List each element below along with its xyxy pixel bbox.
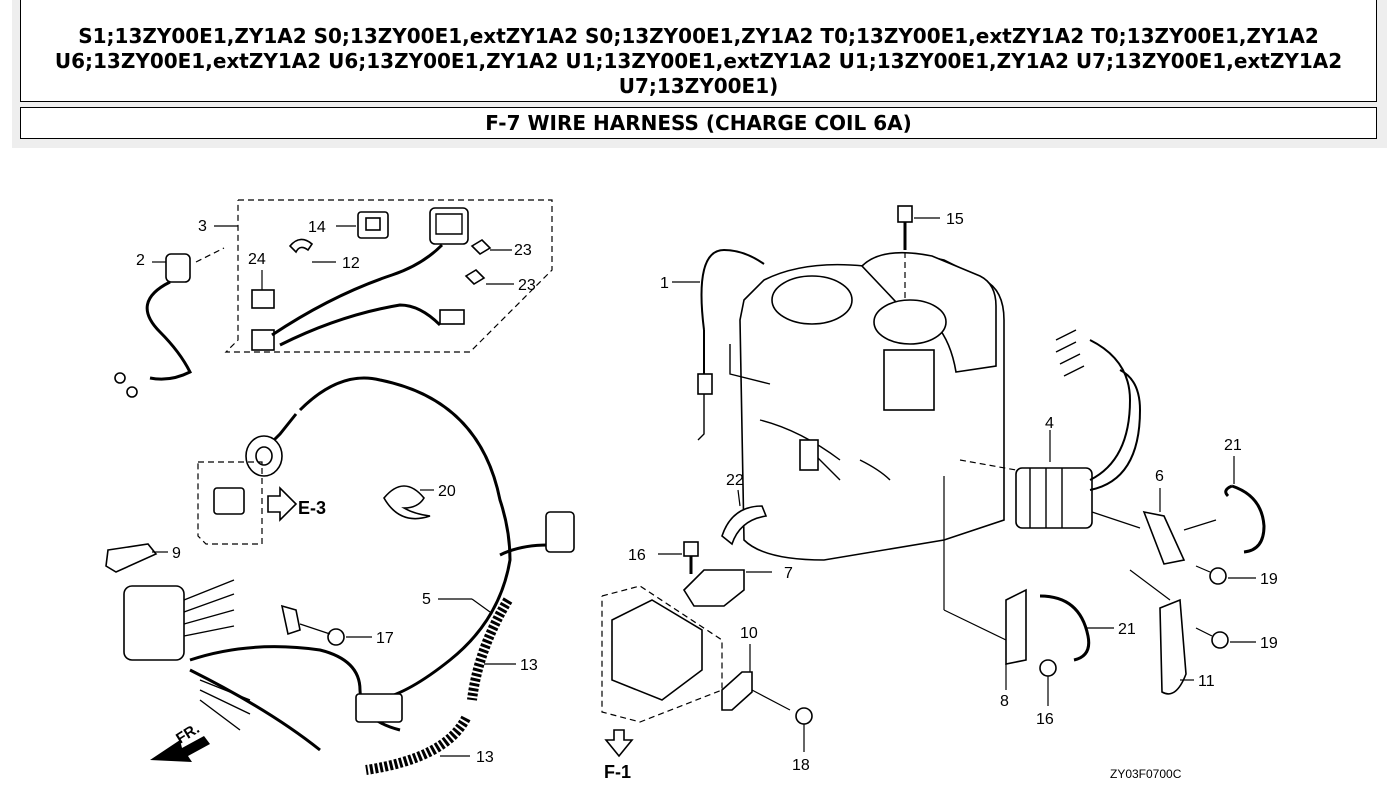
bolt-part-19b[interactable] (1211, 631, 1229, 649)
callout-label: 16 (628, 547, 646, 564)
callout-label: 19 (1260, 571, 1278, 588)
callout-label: 22 (726, 472, 744, 489)
callout-label: 11 (1198, 673, 1215, 690)
ref-e3-label: E-3 (298, 498, 326, 518)
bracket-part-6[interactable] (1142, 510, 1186, 565)
callout-label: 18 (792, 757, 810, 774)
model-list-box: S1;13ZY00E1,ZY1A2 S0;13ZY00E1,extZY1A2 S… (20, 0, 1377, 102)
model-list-line: U7;13ZY00E1) (618, 74, 779, 98)
cylinder-opening (771, 275, 853, 325)
bracket-part-8[interactable] (1005, 588, 1027, 665)
callout-label: 14 (308, 219, 326, 236)
bracket-part-10[interactable] (721, 671, 753, 711)
harness-3-wire (271, 243, 444, 337)
callout-label: 15 (946, 211, 964, 228)
band-part-22[interactable] (721, 505, 768, 546)
bolt-part-15[interactable] (897, 205, 913, 223)
callout-label: 1 (660, 275, 669, 292)
callout-label: 21 (1118, 621, 1136, 638)
callout-label: 21 (1224, 437, 1242, 454)
clip-part-12[interactable] (288, 238, 314, 254)
callout-label: 6 (1155, 468, 1164, 485)
arrow-e3-icon (267, 486, 298, 522)
plug-part[interactable] (439, 309, 465, 325)
bolt-part-17[interactable] (327, 628, 345, 646)
regulator-block[interactable] (123, 585, 185, 661)
callout-label: 23 (518, 277, 536, 294)
cable-end-part[interactable] (697, 373, 713, 395)
bolt-part-16[interactable] (1039, 659, 1057, 677)
callout-label: 4 (1045, 415, 1054, 432)
wire-part-2 (145, 280, 193, 381)
callout-label: 9 (172, 545, 181, 562)
bracket-part-9[interactable] (105, 543, 158, 573)
bracket-part-11[interactable] (1159, 598, 1187, 695)
spiral-tube-13b (365, 715, 471, 775)
callout-label: 19 (1260, 635, 1278, 652)
callout-label: 17 (376, 630, 394, 647)
front-arrow-icon (150, 736, 210, 762)
engine-connector (799, 439, 819, 471)
terminal-part-24b[interactable] (251, 329, 275, 351)
bracket-part-17[interactable] (280, 604, 301, 636)
callout-label: 10 (740, 625, 758, 642)
bolt-part-19[interactable] (1209, 567, 1227, 585)
terminal-part-24[interactable] (251, 289, 275, 309)
callout-label: 5 (422, 591, 431, 608)
callout-label: 16 (1036, 711, 1054, 728)
harness-connector[interactable] (545, 511, 575, 553)
header-panel: S1;13ZY00E1,ZY1A2 S0;13ZY00E1,extZY1A2 S… (12, 0, 1387, 148)
group-3-box (224, 199, 553, 353)
spring-part-21[interactable] (1224, 484, 1266, 554)
bolt-part-16b[interactable] (683, 541, 699, 557)
diagram-title: F-7 WIRE HARNESS (CHARGE COIL 6A) (20, 107, 1377, 139)
harness-connector-b[interactable] (355, 693, 403, 723)
callout-label: 3 (198, 218, 207, 235)
connector-part[interactable] (429, 207, 469, 245)
spiral-tube-13 (467, 597, 513, 701)
callout-label: 8 (1000, 693, 1009, 710)
callout-label: 12 (342, 255, 360, 272)
diagram-code: ZY03F0700C (1110, 767, 1182, 781)
model-list-line: U6;13ZY00E1,extZY1A2 U6;13ZY00E1,ZY1A2 U… (54, 49, 1343, 73)
callout-label: 2 (136, 252, 145, 269)
callout-label: 24 (248, 251, 266, 268)
arrow-f1-icon (604, 729, 634, 758)
bolt-part-18[interactable] (795, 707, 813, 725)
clip-part-23b[interactable] (464, 268, 486, 286)
callout-label: 23 (514, 242, 532, 259)
clamp-part-20[interactable] (383, 485, 431, 520)
crankshaft-boss (883, 349, 935, 411)
clip-part-23[interactable] (470, 238, 492, 256)
ignition-coil[interactable] (611, 599, 703, 701)
charge-coil-part-4[interactable] (1015, 467, 1093, 529)
callout-label: 20 (438, 483, 456, 500)
main-harness-5 (298, 376, 512, 702)
sensor-part[interactable] (213, 487, 245, 515)
callout-label: 7 (784, 565, 793, 582)
sensor-box (197, 461, 263, 545)
model-list-line: S1;13ZY00E1,ZY1A2 S0;13ZY00E1,extZY1A2 S… (78, 24, 1319, 48)
connector-part-2[interactable] (165, 253, 191, 283)
spring-part-21b[interactable] (1039, 594, 1091, 662)
ignition-box (601, 585, 723, 723)
ref-f1-label: F-1 (604, 762, 631, 782)
callout-label: 13 (476, 749, 494, 766)
bracket-part-7[interactable] (682, 569, 745, 607)
callout-label: 13 (520, 657, 538, 674)
